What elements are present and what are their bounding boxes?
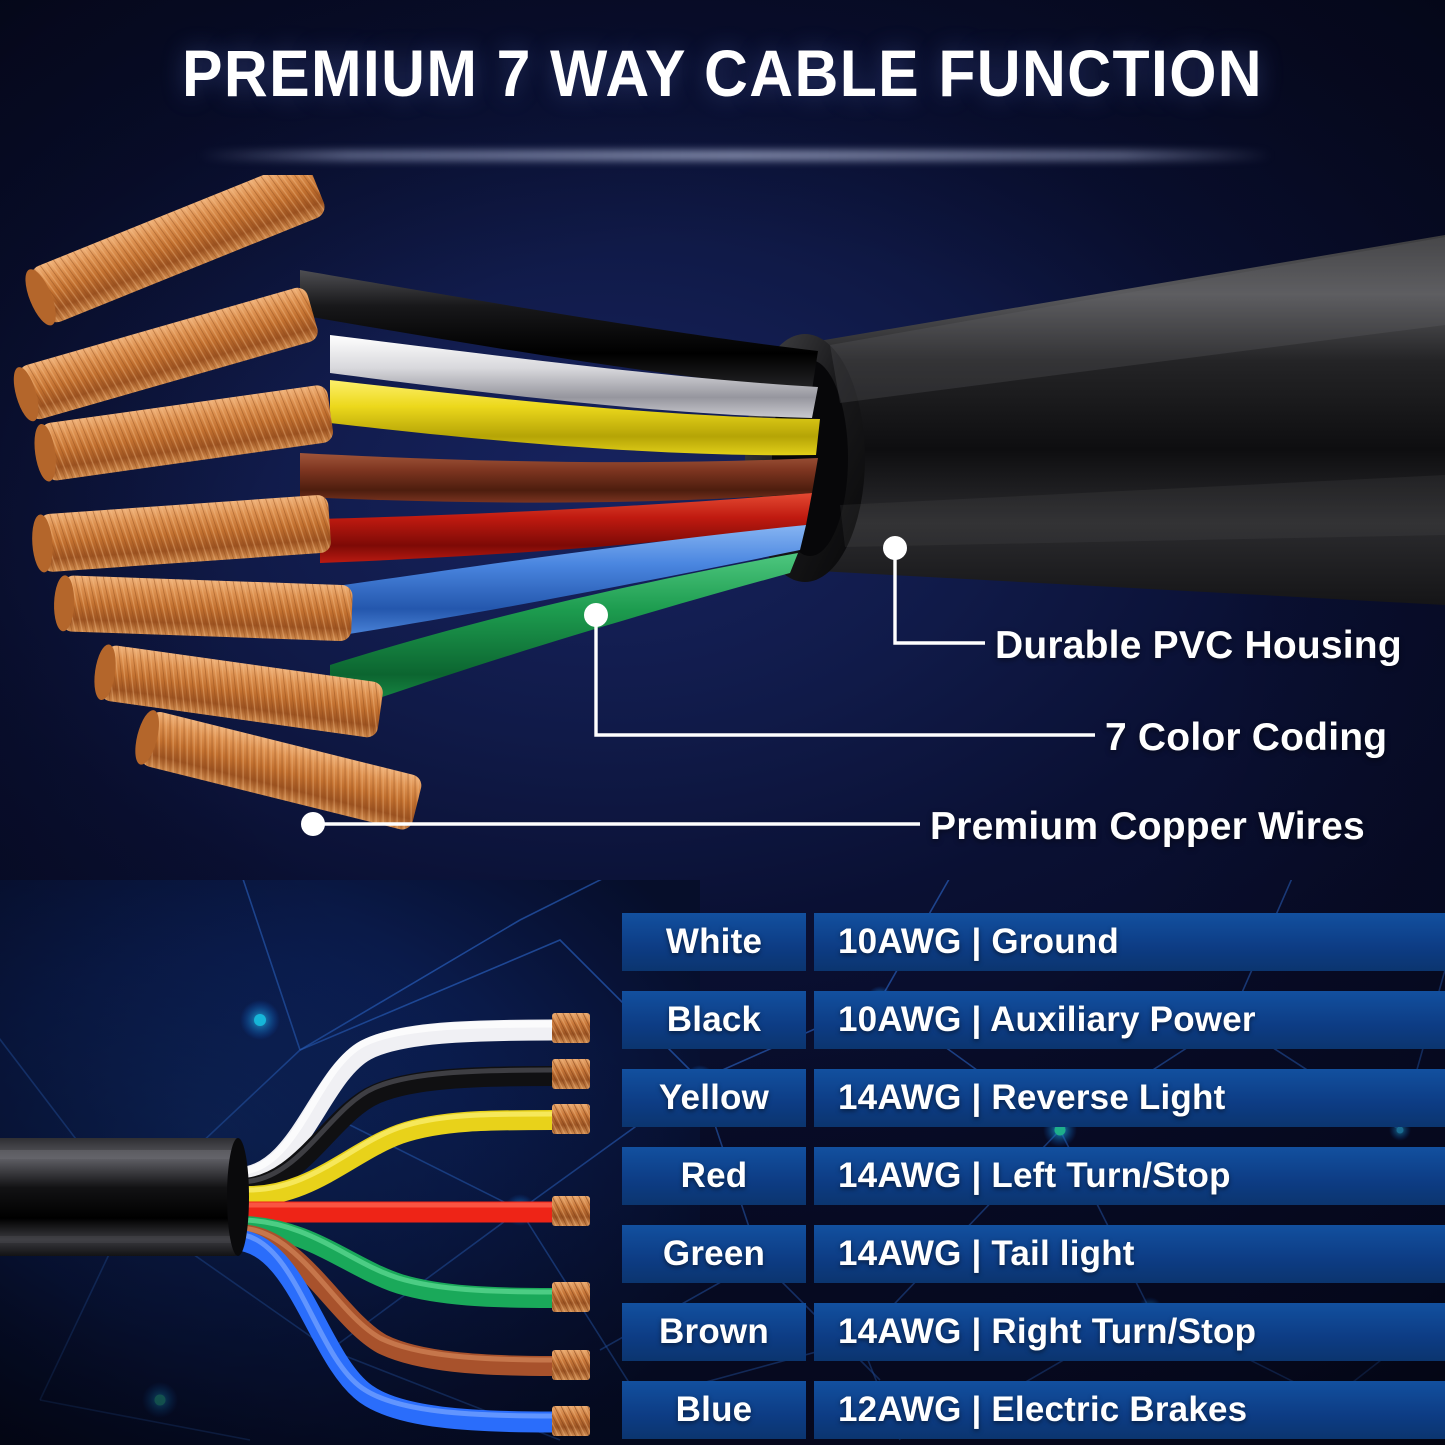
wire-color-label: Brown	[659, 1312, 769, 1351]
wire-spec-cell: 14AWG | Tail light	[814, 1225, 1445, 1283]
wire-spec-cell: 14AWG | Reverse Light	[814, 1069, 1445, 1127]
wire-color-cell: Green	[622, 1225, 806, 1283]
wire-color-cell: Red	[622, 1147, 806, 1205]
table-row: Black 10AWG | Auxiliary Power	[0, 991, 1445, 1049]
wire-fan-diagram	[0, 900, 620, 1445]
wire-color-label: Black	[666, 1000, 762, 1039]
wire-color-label: Red	[680, 1156, 748, 1195]
wire-color-label: Yellow	[658, 1078, 770, 1117]
table-row: Green 14AWG | Tail light	[0, 1225, 1445, 1283]
wire-spec-label: 12AWG | Electric Brakes	[838, 1390, 1248, 1429]
table-row: Brown 14AWG | Right Turn/Stop	[0, 1303, 1445, 1361]
wire-spec-cell: 14AWG | Left Turn/Stop	[814, 1147, 1445, 1205]
wire-spec-label: 10AWG | Auxiliary Power	[838, 1000, 1256, 1039]
inner-wires-bundle	[300, 270, 820, 715]
fan-wires	[232, 1019, 553, 1433]
wire-color-label: Blue	[675, 1390, 753, 1429]
wire-spec-label: 14AWG | Reverse Light	[838, 1078, 1226, 1117]
table-row: Red 14AWG | Left Turn/Stop	[0, 1147, 1445, 1205]
wire-color-cell: White	[622, 913, 806, 971]
cable-cutaway-illustration	[0, 161, 1445, 875]
pvc-jacket	[745, 235, 1445, 605]
wire-color-label: Green	[662, 1234, 766, 1273]
wire-spec-cell: 12AWG | Electric Brakes	[814, 1381, 1445, 1439]
wire-spec-table: White 10AWG | Ground Black 10AWG | Auxil…	[0, 900, 1445, 1445]
wire-color-cell: Yellow	[622, 1069, 806, 1127]
copper-strand-ends	[13, 161, 422, 830]
wire-color-label: White	[665, 922, 763, 961]
table-row: White 10AWG | Ground	[0, 913, 1445, 971]
fan-copper-tips	[552, 1013, 590, 1436]
wire-color-cell: Black	[622, 991, 806, 1049]
wire-spec-cell: 14AWG | Right Turn/Stop	[814, 1303, 1445, 1361]
table-row: Blue 12AWG | Electric Brakes	[0, 1381, 1445, 1439]
wire-color-cell: Brown	[622, 1303, 806, 1361]
page-title: PREMIUM 7 WAY CABLE FUNCTION	[181, 36, 1264, 110]
wire-spec-cell: 10AWG | Auxiliary Power	[814, 991, 1445, 1049]
wire-spec-label: 14AWG | Tail light	[838, 1234, 1135, 1273]
wire-color-cell: Blue	[622, 1381, 806, 1439]
wire-spec-label: 14AWG | Left Turn/Stop	[838, 1156, 1231, 1195]
wire-spec-label: 10AWG | Ground	[838, 922, 1119, 961]
wire-spec-cell: 10AWG | Ground	[814, 913, 1445, 971]
wire-spec-label: 14AWG | Right Turn/Stop	[838, 1312, 1257, 1351]
fan-jacket-stub	[0, 1138, 249, 1256]
table-row: Yellow 14AWG | Reverse Light	[0, 1069, 1445, 1127]
title-divider	[198, 150, 1273, 161]
